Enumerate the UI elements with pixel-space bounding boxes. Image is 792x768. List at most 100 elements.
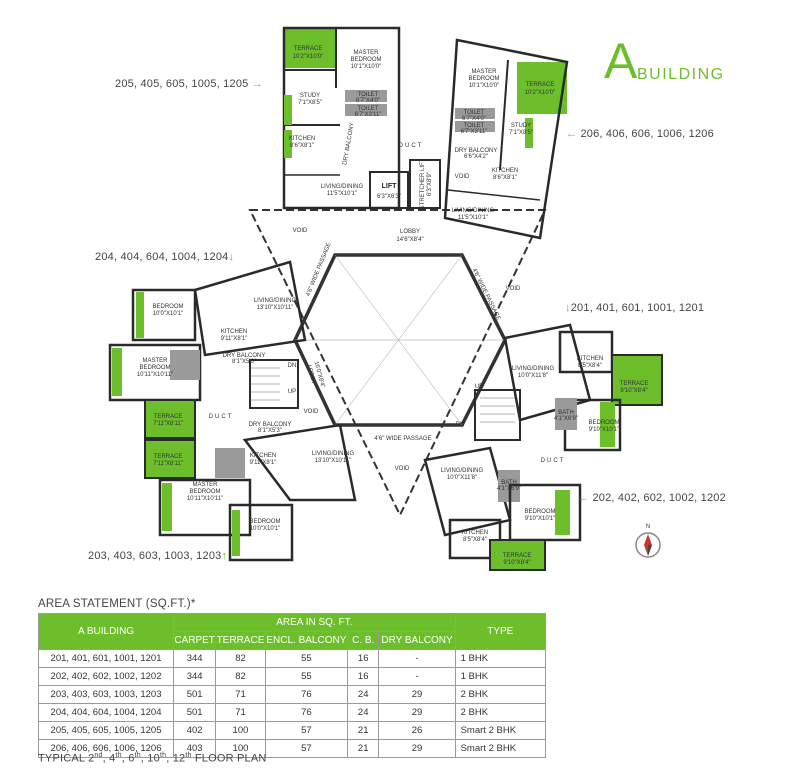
unit-label-202: ← 202, 402, 602, 1002, 1202 <box>578 492 726 504</box>
svg-text:8'6"X8'1": 8'6"X8'1" <box>493 175 517 181</box>
toilet-206a-label: TOILET <box>464 110 485 116</box>
duct-right-label: DUCT <box>541 458 566 464</box>
terrace-201-label: TERRACE <box>620 381 649 387</box>
dry-balcony-203-label: DRY BALCONY <box>249 422 292 428</box>
svg-text:7'1"X8'5": 7'1"X8'5" <box>298 100 322 106</box>
svg-text:BEDROOM: BEDROOM <box>350 57 381 63</box>
toilet-205b-label: TOILET <box>358 106 379 112</box>
svg-text:10'11"X10'11": 10'11"X10'11" <box>137 372 173 378</box>
svg-text:10'0"X11'8": 10'0"X11'8" <box>518 373 548 379</box>
passage-bottom-label: 4'6" WIDE PASSAGE <box>374 436 431 442</box>
terrace-204-label: TERRACE <box>154 414 183 420</box>
svg-text:4'1"X6'9": 4'1"X6'9" <box>497 486 521 492</box>
unit-label-204: 204, 404, 604, 1004, 1204↓ <box>95 251 235 263</box>
svg-text:14'6"X8'4": 14'6"X8'4" <box>396 237 423 243</box>
svg-text:9'10"X10'1": 9'10"X10'1" <box>589 427 620 433</box>
void-right-label: VOID <box>506 286 521 292</box>
svg-text:6'3"X8'9": 6'3"X8'9" <box>427 172 433 196</box>
kitchen-203-label: KITCHEN <box>250 453 276 459</box>
dry-balcony-204-label: DRY BALCONY <box>223 353 266 359</box>
void-stair-label: VOID <box>304 409 319 415</box>
stair-left: DN UP VOID <box>249 359 319 415</box>
svg-text:7'11"X8'11": 7'11"X8'11" <box>153 421 183 427</box>
toilet-205a-label: TOILET <box>358 92 379 98</box>
bath-201-label: BATH <box>558 410 574 416</box>
unit-label-203: 203, 403, 603, 1003, 1203↑ <box>88 550 228 562</box>
bedroom-202-label: BEDROOM <box>524 509 555 515</box>
compass-north-label: N <box>646 524 650 530</box>
void-left-label: VOID <box>293 228 308 234</box>
svg-text:9'11"X8'1": 9'11"X8'1" <box>221 336 248 342</box>
unit-204: BEDROOM 10'0"X10'1" LIVING/DINING 13'10"… <box>108 260 307 439</box>
svg-text:10'0"X10'1": 10'0"X10'1" <box>250 526 281 532</box>
building-word: BUILDING <box>637 66 725 83</box>
passage-right-label: 4'6" WIDE PASSAGE <box>471 268 501 322</box>
bedroom-204-label: BEDROOM <box>152 304 183 310</box>
terrace-205-label: TERRACE <box>294 46 323 52</box>
stair-left-dn-label: DN <box>288 363 297 369</box>
kitchen-201-label: KITCHEN <box>577 356 603 362</box>
header-building: A BUILDING <box>37 613 175 650</box>
lobby-left-label: LOBBY <box>305 364 316 385</box>
living-201-label: LIVING/DINING <box>512 366 555 372</box>
svg-text:BEDROOM: BEDROOM <box>189 489 220 495</box>
arrow-up-icon: ↑ <box>221 550 228 562</box>
kitchen-206-label: KITCHEN <box>492 168 518 174</box>
floor-plan-caption: TYPICAL 2nd, 4th, 6th, 10th, 12th FLOOR … <box>38 752 267 765</box>
bath-202-label: BATH <box>501 480 517 486</box>
kitchen-205-label: KITCHEN <box>289 136 315 142</box>
stair-right: UP DN <box>456 384 521 441</box>
svg-text:10'1"X10'0": 10'1"X10'0" <box>469 83 500 89</box>
svg-text:7'11"X8'11": 7'11"X8'11" <box>153 461 183 467</box>
arrow-left-icon: ← <box>578 492 590 504</box>
terrace-203-label: TERRACE <box>154 454 183 460</box>
lobby-top-label: LOBBY <box>400 229 420 235</box>
unit-201: LIVING/DINING 10'0"X11'8" KITCHEN 8'5"X8… <box>503 323 663 452</box>
header-type: TYPE <box>454 613 547 650</box>
duct-left-label: DUCT <box>209 414 234 420</box>
header-cb: C. B. <box>346 631 380 650</box>
svg-text:10'2"X10'0": 10'2"X10'0" <box>525 90 556 96</box>
svg-text:4'1"X6'9": 4'1"X6'9" <box>554 416 578 422</box>
master-bedroom-203-label: MASTER <box>192 482 218 488</box>
unit-203: TERRACE 7'11"X8'11" DRY BALCONY 8'1"X5'3… <box>144 422 357 562</box>
bedroom-203-label: BEDROOM <box>249 519 280 525</box>
living-204-label: LIVING/DINING <box>254 298 297 304</box>
living-202-label: LIVING/DINING <box>441 468 484 474</box>
arrow-left-icon: ← <box>566 128 578 140</box>
arrow-down-icon: ↓ <box>228 251 235 263</box>
svg-text:10'0"X10'1": 10'0"X10'1" <box>153 311 184 317</box>
dry-balcony-206-label: DRY BALCONY <box>455 148 498 154</box>
unit-205: TERRACE 10'2"X10'0" MASTER BEDROOM 10'1"… <box>282 26 401 210</box>
lift-core: LIFT 6'3"X6'3" STRETCHER LIFT 6'3"X8'9" … <box>369 143 441 209</box>
unit-label-206: ← 206, 406, 606, 1006, 1206 <box>566 128 714 140</box>
header-area: AREA IN SQ. FT. <box>173 613 456 632</box>
svg-text:9'10"X8'4": 9'10"X8'4" <box>620 388 647 394</box>
header-terrace: TERRACE <box>215 631 266 650</box>
svg-text:13'10"X10'11": 13'10"X10'11" <box>315 458 352 464</box>
void-206-label: VOID <box>455 174 470 180</box>
study-205-label: STUDY <box>300 93 320 99</box>
floor-plan: TERRACE 10'2"X10'0" MASTER BEDROOM 10'1"… <box>108 26 663 571</box>
stair-right-up-label: UP <box>475 384 483 390</box>
terrace-202-label: TERRACE <box>503 553 532 559</box>
master-bedroom-204-label: MASTER <box>142 358 168 364</box>
svg-text:13'10"X10'11": 13'10"X10'11" <box>257 305 294 311</box>
area-statement-table: A BUILDING AREA IN SQ. FT. TYPE CARPET T… <box>37 613 547 758</box>
svg-text:6'7"X4'0": 6'7"X4'0" <box>356 98 380 104</box>
svg-text:10'0"X11'8": 10'0"X11'8" <box>447 475 477 481</box>
stair-right-dn-label: DN <box>456 422 465 428</box>
svg-text:10'2"X10'0": 10'2"X10'0" <box>293 54 324 60</box>
arrow-right-icon: → <box>251 78 263 90</box>
svg-text:6'6"X4'2": 6'6"X4'2" <box>464 154 488 160</box>
master-bedroom-206-label: MASTER <box>471 69 497 75</box>
svg-text:7'1"X8'5": 7'1"X8'5" <box>509 130 533 136</box>
unit-202: LIVING/DINING 10'0"X11'8" BATH 4'1"X6'9"… <box>423 446 582 571</box>
duct-top-label: DUCT <box>399 143 424 149</box>
header-encl-balcony: ENCL. BALCONY <box>264 631 348 650</box>
